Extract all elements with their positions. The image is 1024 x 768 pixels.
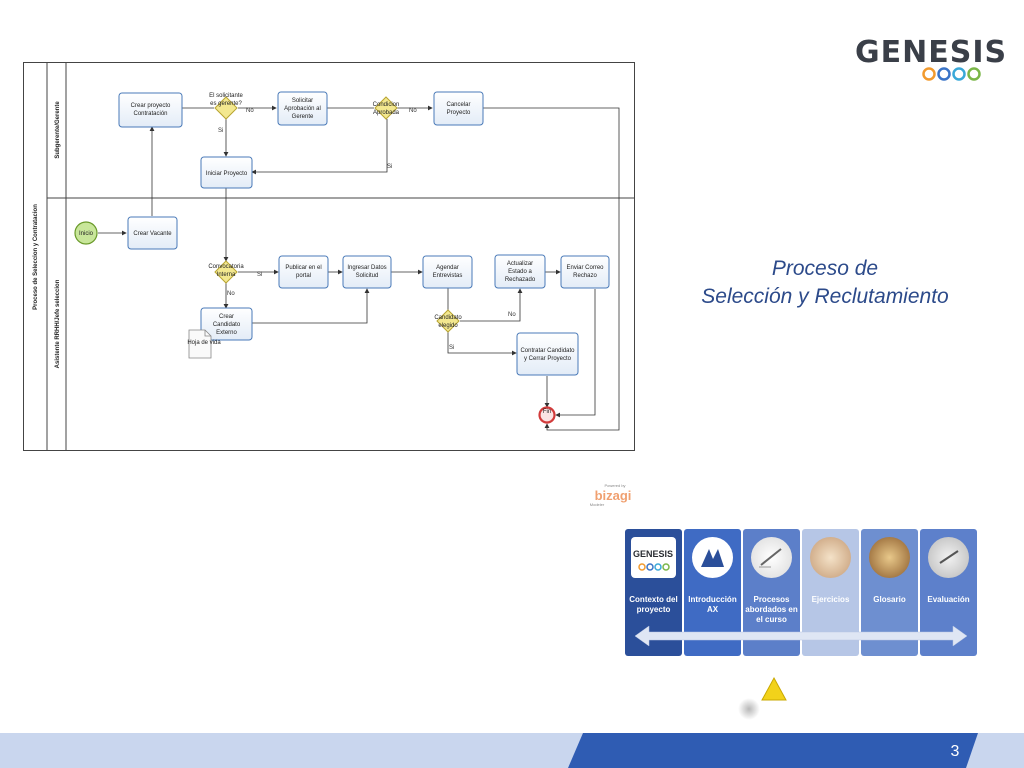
bizagi-sub-text: Modeler [590, 502, 605, 507]
svg-text:Candidato: Candidato [434, 315, 462, 321]
slide-title: Proceso de Selección y Reclutamiento [650, 255, 1000, 311]
svg-text:Contratar Candidato: Contratar Candidato [520, 348, 575, 354]
writing-hand-icon [751, 537, 792, 578]
handshake-icon [810, 537, 851, 578]
flow-label-si-1: Si [218, 128, 223, 134]
svg-text:Condicion: Condicion [373, 102, 400, 108]
flow-label-no-3: No [227, 291, 235, 297]
bpmn-diagram: Proceso de Seleccion y Contratacion Subg… [23, 62, 635, 451]
end-event: Fin [538, 406, 556, 424]
svg-text:Ingresar Datos: Ingresar Datos [347, 265, 386, 271]
nav-label-contexto: Contexto del proyecto [629, 595, 678, 614]
pen-paper-icon [928, 537, 969, 578]
svg-text:Inicio: Inicio [79, 231, 94, 237]
svg-text:Solicitar: Solicitar [292, 98, 313, 104]
svg-text:Estado a: Estado a [508, 269, 532, 275]
bizagi-badge: Powered by bizagi Modeler [590, 483, 632, 507]
svg-text:Crear proyecto: Crear proyecto [131, 103, 171, 109]
flow-label-no-4: No [508, 312, 516, 318]
svg-text:Interna: Interna [217, 272, 236, 278]
genesis-logo: GENESIS [855, 35, 1008, 84]
nav-item-procesos[interactable]: Procesos abordados en el curso [743, 529, 800, 656]
task-solicitar-aprobacion: Solicitar Aprobación al Gerente [277, 91, 328, 126]
svg-text:Crear Vacante: Crear Vacante [133, 231, 172, 237]
task-crear-candidato-externo: Crear Candidato Externo [200, 307, 253, 341]
svg-text:Fin: Fin [543, 409, 551, 415]
svg-text:y Cerrar Proyecto: y Cerrar Proyecto [524, 356, 572, 362]
nav-label-glosario: Glosario [873, 595, 906, 604]
slide-title-line1: Proceso de [771, 257, 879, 280]
svg-text:Convocatoria: Convocatoria [208, 264, 244, 270]
glasses-book-icon [869, 537, 910, 578]
svg-text:Iniciar Proyecto: Iniciar Proyecto [206, 171, 248, 177]
nav-label-procesos: Procesos abordados en el curso [745, 595, 798, 624]
slide-title-line2: Selección y Reclutamiento [701, 285, 949, 308]
task-crear-proyecto: Crear proyecto Contratación [118, 92, 183, 128]
svg-text:Crear: Crear [219, 314, 234, 320]
svg-text:Enviar Correo: Enviar Correo [566, 265, 604, 271]
flow-label-si-4: Si [449, 345, 454, 351]
gateway-candidato-elegido: Candidato elegido [434, 309, 462, 333]
microsoft-dynamics-icon [692, 537, 733, 578]
genesis-logo-icon: GENESIS [631, 537, 676, 578]
flow-label-no-2: No [409, 108, 417, 114]
svg-text:Gerente: Gerente [292, 114, 314, 120]
task-contratar-candidato: Contratar Candidato y Cerrar Proyecto [516, 332, 579, 376]
pool-label: Proceso de Seleccion y Contratacion [33, 204, 39, 310]
svg-text:Actualizar: Actualizar [507, 261, 533, 267]
svg-text:Cancelar: Cancelar [446, 102, 470, 108]
svg-text:GENESIS: GENESIS [633, 549, 673, 559]
svg-text:es gerente?: es gerente? [210, 101, 242, 107]
nav-label-evaluacion: Evaluación [927, 595, 970, 604]
task-ingresar-datos: Ingresar Datos Solicitud [342, 255, 392, 289]
task-crear-vacante: Crear Vacante [127, 216, 178, 250]
footer-band [0, 733, 1024, 768]
gateway-condicion-aprobada: Condicion Aprobada [373, 96, 400, 120]
logo-text: GENESIS [855, 35, 1008, 70]
task-iniciar-proyecto: Iniciar Proyecto [200, 156, 253, 189]
svg-text:portal: portal [296, 273, 311, 279]
bizagi-name-text: bizagi [595, 488, 632, 503]
nav-label-introduccion: Introducción AX [688, 595, 737, 614]
task-publicar-portal: Publicar en el portal [278, 255, 329, 289]
task-enviar-correo: Enviar Correo Rechazo [560, 255, 610, 289]
blurred-mark [738, 698, 760, 720]
svg-text:Entrevistas: Entrevistas [433, 273, 463, 279]
svg-text:Agendar: Agendar [436, 265, 459, 271]
start-event: Inicio [74, 221, 98, 245]
flow-label-no-1: No [246, 108, 254, 114]
svg-text:Candidato: Candidato [213, 322, 241, 328]
svg-text:Publicar en el: Publicar en el [285, 265, 321, 271]
svg-text:Aprobación al: Aprobación al [284, 106, 321, 112]
sequence-flows [98, 105, 620, 431]
svg-text:Externo: Externo [216, 330, 237, 336]
document-artifact-hoja-de-vida: Hoja de vida [187, 329, 221, 359]
course-navigation: GENESIS Contexto del proyecto Introducci… [625, 529, 977, 657]
nav-label-ejercicios: Ejercicios [811, 595, 850, 604]
task-agendar-entrevistas: Agendar Entrevistas [422, 255, 473, 289]
lane-label-rrhh: Asistente RRHH/Jefe seleccion [55, 279, 61, 368]
svg-text:elegido: elegido [438, 323, 458, 329]
flow-label-si-3: Si [257, 272, 262, 278]
flow-label-si-2: Si [387, 164, 392, 170]
svg-text:Rechazado: Rechazado [505, 277, 536, 283]
double-arrow-icon [635, 625, 967, 647]
task-actualizar-estado: Actualizar Estado a Rechazado [494, 254, 546, 289]
gateway-solicitante-gerente: El solicitante es gerente? [209, 93, 244, 120]
page-number: 3 [950, 743, 960, 760]
svg-text:Rechazo: Rechazo [573, 273, 597, 279]
lane-label-gerente: Subgerente/Gerente [55, 101, 61, 159]
svg-text:Contratación: Contratación [133, 111, 167, 117]
bizagi-powered-text: Powered by [604, 483, 625, 488]
gateway-convocatoria-interna: Convocatoria Interna [208, 260, 244, 284]
svg-text:El solicitante: El solicitante [209, 93, 243, 99]
svg-text:Hoja de vida: Hoja de vida [187, 340, 221, 346]
task-cancelar-proyecto: Cancelar Proyecto [433, 91, 484, 126]
svg-text:Aprobada: Aprobada [373, 110, 400, 116]
svg-text:Solicitud: Solicitud [356, 273, 379, 279]
warning-triangle-icon [761, 676, 787, 701]
svg-text:Proyecto: Proyecto [447, 110, 471, 116]
logo-rings-icon [922, 67, 981, 81]
